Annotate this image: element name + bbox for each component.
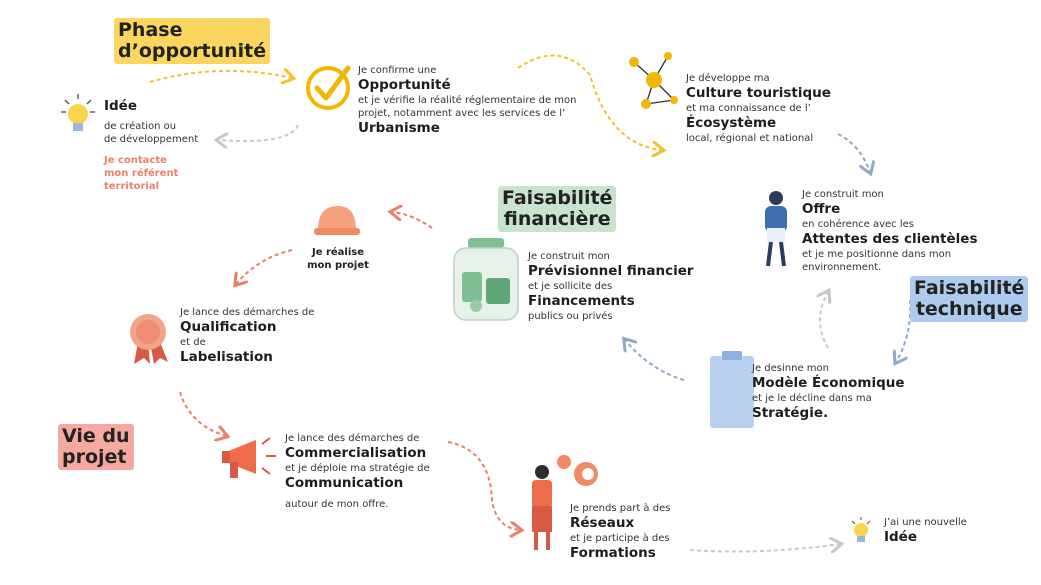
- step-culture: Je développe ma Culture touristique et m…: [686, 72, 866, 145]
- culture-bold2: Écosystème: [686, 115, 777, 131]
- realise-line2: mon projet: [307, 260, 369, 271]
- commercial-text2: autour de mon offre.: [285, 499, 389, 510]
- model-bold1: Modèle Économique: [752, 375, 905, 391]
- idea-line1: de création ou: [104, 121, 177, 132]
- arrow-model-to-financial: [625, 340, 685, 381]
- idea-title: Idée: [104, 98, 137, 114]
- offer-bold1: Offre: [802, 201, 841, 217]
- megaphone-icon: [222, 437, 276, 478]
- hard-hat-icon: [314, 206, 360, 235]
- offer-text1: en cohérence avec les: [802, 219, 915, 230]
- network-icon: [629, 52, 678, 109]
- step-new-idea: J’ai une nouvelle Idée: [884, 516, 1004, 546]
- new-idea-intro: J’ai une nouvelle: [884, 517, 967, 528]
- phase-technical-label: Faisabilité technique: [910, 276, 1029, 322]
- financial-text1: et je sollicite des: [528, 281, 613, 292]
- clipboard-icon: [710, 351, 754, 428]
- traveler-icon: [765, 191, 787, 267]
- qualification-bold1: Qualification: [180, 319, 277, 335]
- phase-financial-label: Faisabilité financière: [498, 186, 617, 232]
- offer-text2: et je me positionne dans mon: [802, 249, 952, 260]
- realise-line1: Je réalise: [311, 247, 365, 258]
- arrow-opportunity-back: [218, 124, 299, 141]
- phase-opportunity-line1: Phase: [118, 19, 183, 41]
- step-model: Je desinne mon Modèle Économique et je l…: [752, 362, 952, 422]
- step-networks: Je prends part à des Réseaux et je parti…: [570, 502, 720, 562]
- qualification-intro: Je lance des démarches de: [180, 307, 315, 318]
- step-financial: Je construit mon Prévisionnel financier …: [528, 250, 718, 323]
- arrow-qualification-to-commercial: [179, 391, 226, 436]
- arrow-model-to-offer: [820, 292, 828, 349]
- phase-opportunity-label: Phase d’opportunité: [114, 18, 271, 64]
- idea-note-2: mon référent: [104, 168, 179, 179]
- opportunity-text1: et je vérifie la réalité réglementaire d…: [358, 95, 577, 106]
- opportunity-text2: projet, notamment avec les services de l…: [358, 108, 566, 119]
- culture-intro: Je développe ma: [686, 73, 770, 84]
- phase-opportunity-line2: d’opportunité: [118, 40, 267, 62]
- rosette-icon: [130, 314, 168, 364]
- opportunity-bold1: Opportunité: [358, 77, 451, 93]
- phase-technical-line2: technique: [915, 298, 1023, 320]
- commercial-text1: et je déploie ma stratégie de: [285, 463, 430, 474]
- lightbulb-icon: [851, 517, 871, 542]
- arrow-culture-to-offer: [837, 133, 870, 172]
- model-bold2: Stratégie.: [752, 405, 829, 421]
- arrow-commercial-to-networks: [447, 441, 520, 530]
- arrow-technical-to-model: [896, 299, 912, 362]
- new-idea-bold1: Idée: [884, 529, 917, 545]
- money-jar-icon: [453, 238, 519, 321]
- culture-text2: local, régional et national: [686, 133, 814, 144]
- step-commercial: Je lance des démarches de Commercialisat…: [285, 432, 475, 511]
- financial-bold2: Financements: [528, 293, 635, 309]
- opportunity-intro: Je confirme une: [358, 65, 437, 76]
- commercial-bold2: Communication: [285, 475, 404, 491]
- culture-bold1: Culture touristique: [686, 85, 831, 101]
- culture-text1: et ma connaissance de l’: [686, 103, 811, 114]
- commercial-bold1: Commercialisation: [285, 445, 427, 461]
- arrow-idea-to-opportunity: [149, 71, 292, 82]
- networks-intro: Je prends part à des: [570, 503, 671, 514]
- opportunity-bold2: Urbanisme: [358, 120, 440, 136]
- arrow-realise-to-qualification: [236, 249, 293, 284]
- phase-project-life-line1: Vie du: [62, 425, 130, 447]
- phase-project-life-line2: projet: [62, 446, 127, 468]
- arrow-opportunity-to-culture: [517, 54, 662, 150]
- financial-bold1: Prévisionnel financier: [528, 263, 694, 279]
- step-qualification: Je lance des démarches de Qualification …: [180, 306, 360, 366]
- people-talking-icon: [532, 455, 598, 550]
- step-offer: Je construit mon Offre en cohérence avec…: [802, 188, 1002, 274]
- financial-text2: publics ou privés: [528, 311, 613, 322]
- offer-intro: Je construit mon: [802, 189, 884, 200]
- idea-line2: de développement: [104, 134, 199, 145]
- arrow-financial-to-realise: [392, 212, 433, 229]
- networks-bold2: Formations: [570, 545, 656, 561]
- arrow-networks-to-new-idea: [689, 544, 840, 552]
- phase-project-life-label: Vie du projet: [58, 424, 134, 470]
- model-intro: Je desinne mon: [752, 363, 829, 374]
- step-opportunity: Je confirme une Opportunité et je vérifi…: [358, 64, 598, 137]
- offer-text3: environnement.: [802, 262, 882, 273]
- qualification-text1: et de: [180, 337, 206, 348]
- checkmark-icon: [306, 65, 351, 110]
- commercial-intro: Je lance des démarches de: [285, 433, 420, 444]
- phase-financial-line1: Faisabilité: [502, 187, 613, 209]
- qualification-bold2: Labelisation: [180, 349, 273, 365]
- idea-note-1: Je contacte: [104, 155, 167, 166]
- networks-text1: et je participe à des: [570, 533, 670, 544]
- financial-intro: Je construit mon: [528, 251, 610, 262]
- phase-financial-line2: financière: [503, 208, 611, 230]
- model-text1: et je le décline dans ma: [752, 393, 872, 404]
- networks-bold1: Réseaux: [570, 515, 635, 531]
- step-realise: Je réalise mon projet: [298, 246, 378, 272]
- step-idea: Idée de création ou de développement Je …: [104, 98, 224, 193]
- lightbulb-icon: [61, 94, 95, 131]
- phase-technical-line1: Faisabilité: [914, 277, 1025, 299]
- offer-bold2: Attentes des clientèles: [802, 231, 978, 247]
- idea-note-3: territorial: [104, 181, 160, 192]
